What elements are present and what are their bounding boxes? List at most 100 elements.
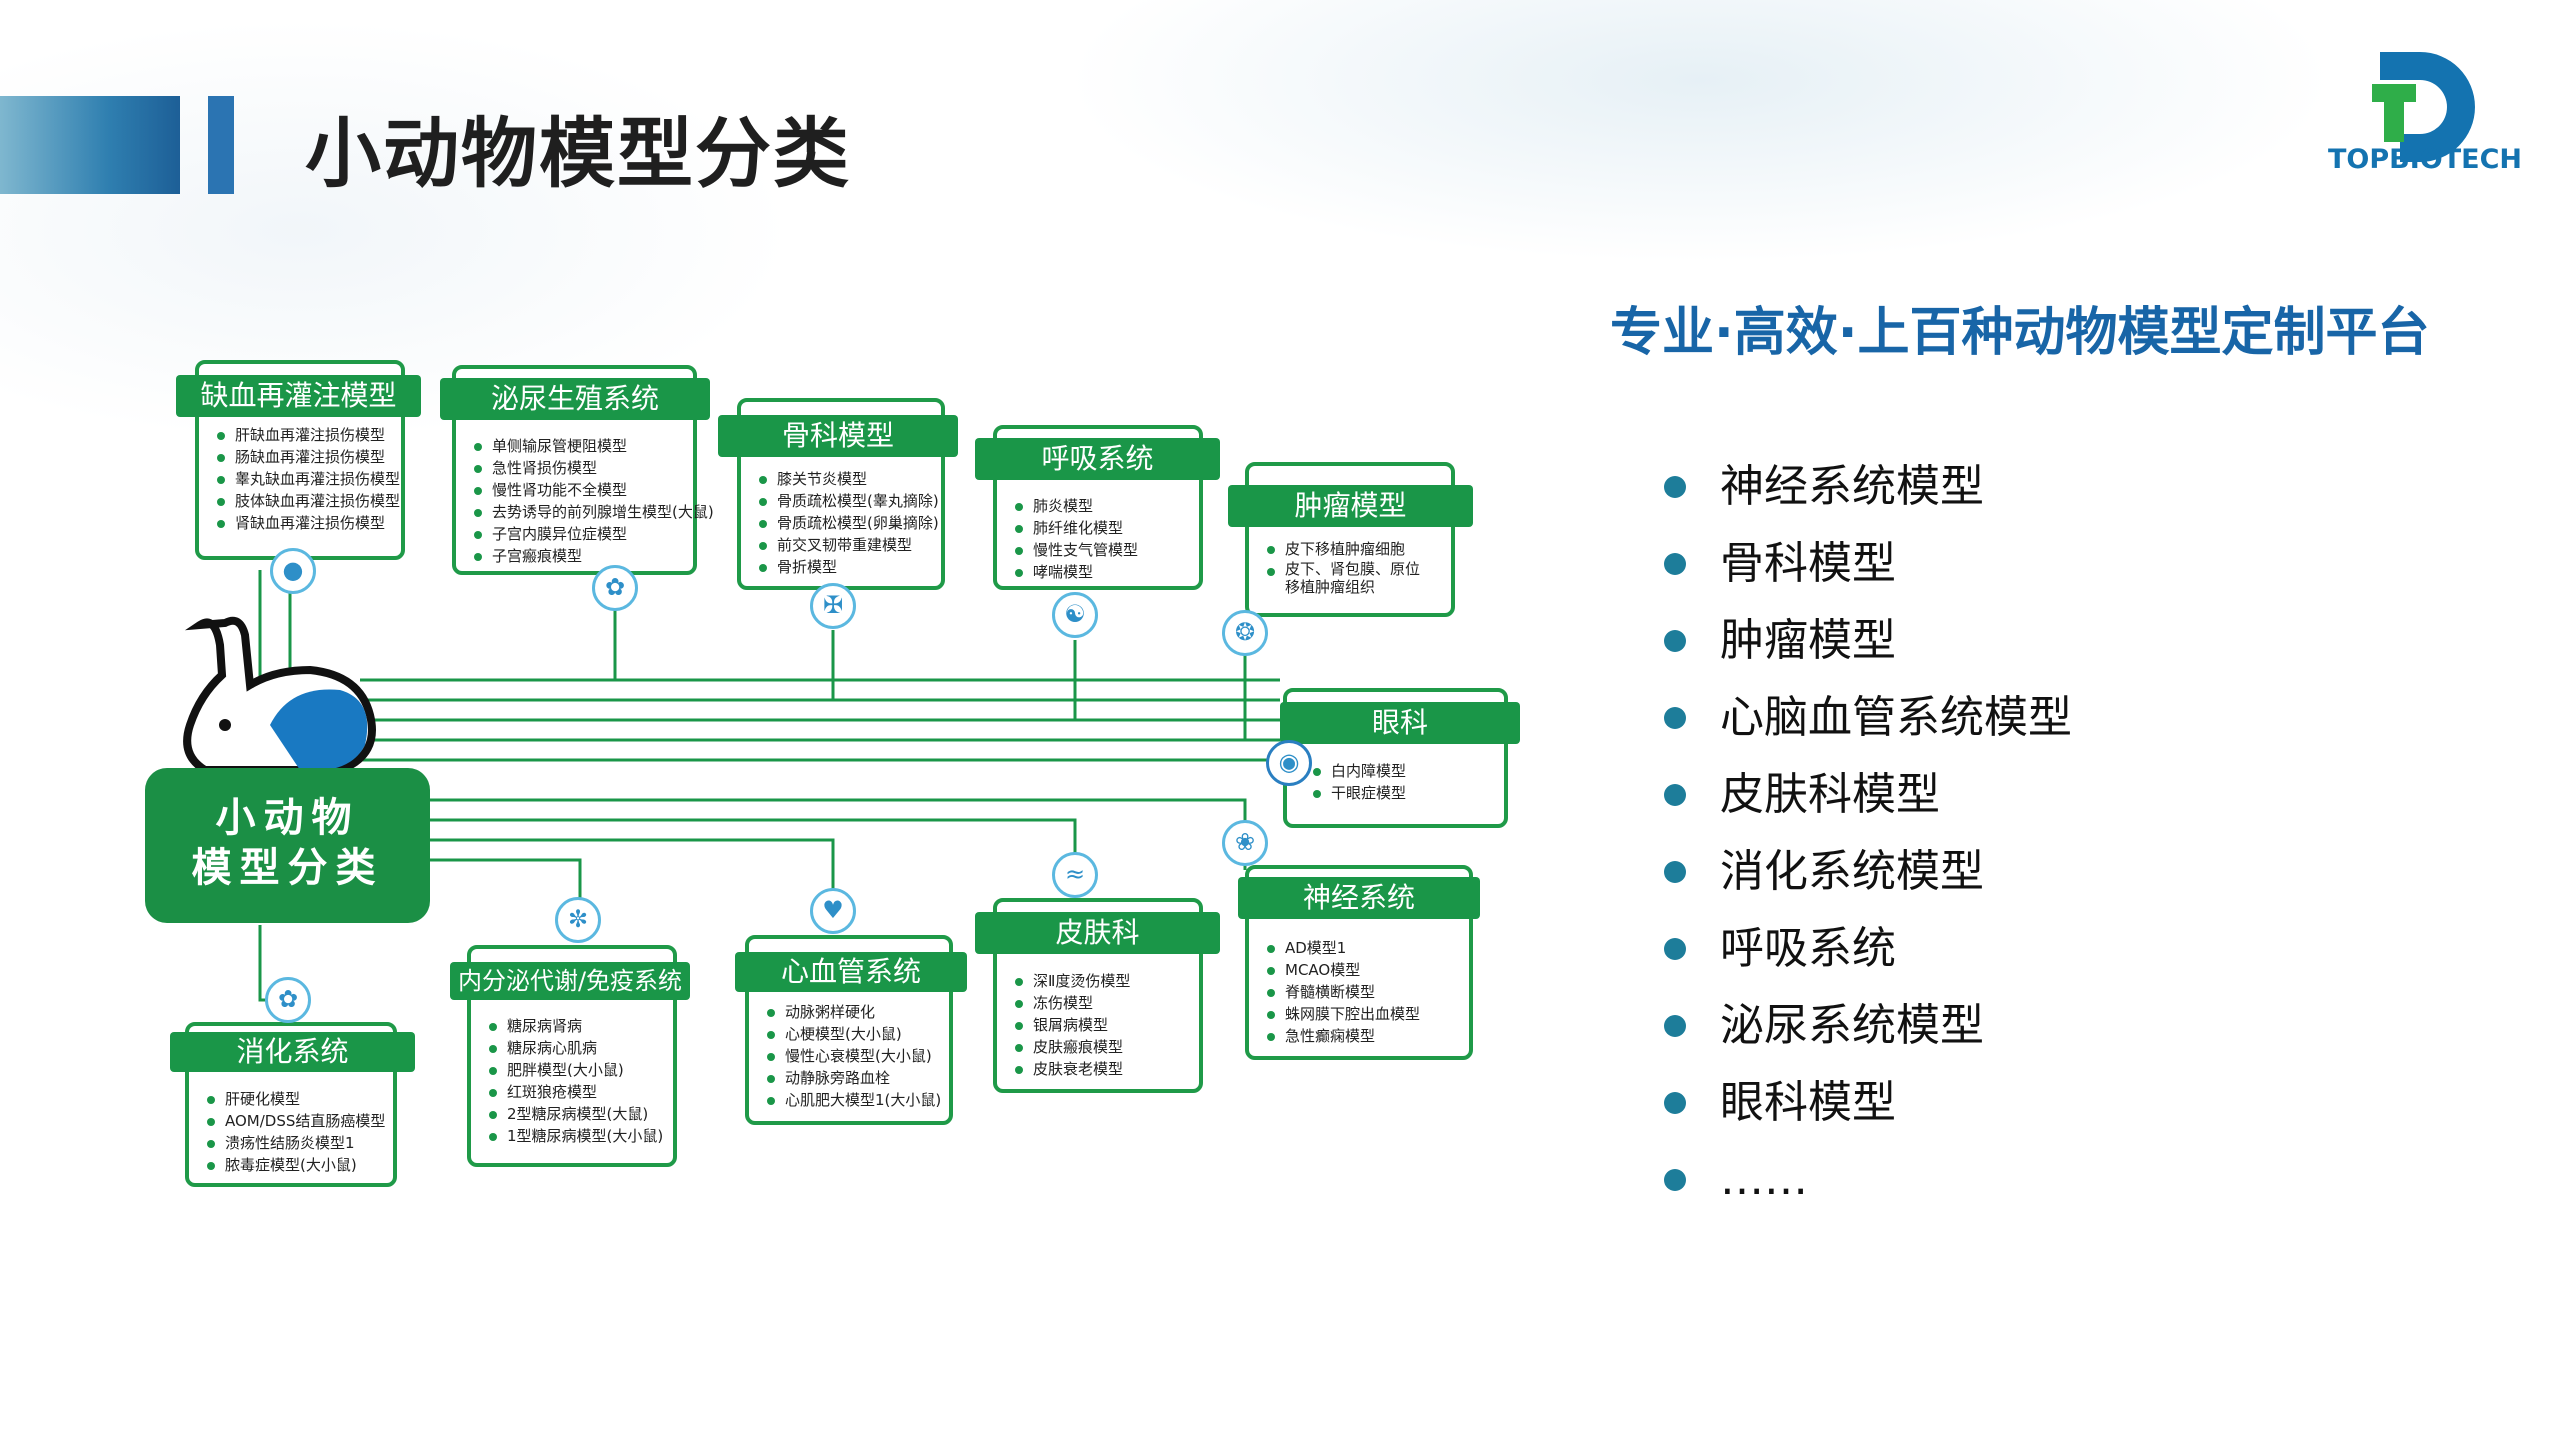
bone-icon: ✠ [810,583,856,629]
header-accent-stripe [208,96,234,194]
list-item: 红斑狼疮模型 [485,1081,663,1103]
skin-icon: ≈ [1052,852,1098,898]
list-item-label: 心脑血管系统模型 [1720,692,2072,743]
list-item-label: 皮肤科模型 [1720,769,1940,820]
list-item-label: …… [1720,1154,1808,1205]
list-item: 泌尿系统模型 [1660,987,2072,1064]
list-item: 骨折模型 [755,556,939,578]
category-ophthalmology-title: 眼科 [1280,702,1520,744]
center-node-line1: 小动物 [215,795,360,841]
list-item: 肠缺血再灌注损伤模型 [213,446,400,468]
list-item: 哮喘模型 [1011,561,1138,583]
list-item: 心梗模型(大小鼠) [763,1023,941,1045]
list-item: 糖尿病心肌病 [485,1037,663,1059]
center-node: 小动物 模型分类 [145,768,430,923]
list-item: 溃疡性结肠炎模型1 [203,1132,385,1154]
list-item: 肿瘤模型 [1660,602,2072,679]
list-item: 眼科模型 [1660,1064,2072,1141]
list-item-label: 肿瘤模型 [1720,615,1896,666]
list-item: 脊髓横断模型 [1263,981,1420,1003]
list-item: 糖尿病肾病 [485,1015,663,1037]
list-item: 肾缺血再灌注损伤模型 [213,512,400,534]
bullet-dot-icon [1664,784,1686,806]
list-item: 急性癫痫模型 [1263,1025,1420,1047]
lungs-icon: ☯ [1052,592,1098,638]
list-item: 蛛网膜下腔出血模型 [1263,1003,1420,1025]
list-item: 肢体缺血再灌注损伤模型 [213,490,400,512]
list-item: 去势诱导的前列腺增生模型(大鼠) [470,501,714,523]
list-item: 骨质疏松模型(睾丸摘除) [755,490,939,512]
category-digestive-box: 肝硬化模型 AOM/DSS结直肠癌模型 溃疡性结肠炎模型1 脓毒症模型(大小鼠) [185,1022,397,1187]
list-item: 冻伤模型 [1011,992,1130,1014]
list-item: 急性肾损伤模型 [470,457,714,479]
list-item: 干眼症模型 [1309,782,1406,804]
list-item: 1型糖尿病模型(大小鼠) [485,1125,663,1147]
list-item: AD模型1 [1263,937,1420,959]
bullet-dot-icon [1664,707,1686,729]
list-item: MCAO模型 [1263,959,1420,981]
category-orthopedic-title: 骨科模型 [718,415,958,457]
list-item: 慢性肾功能不全模型 [470,479,714,501]
list-item: 心脑血管系统模型 [1660,679,2072,756]
list-item: 皮下、肾包膜、原位 移植肿瘤组织 [1263,560,1420,596]
category-cardiovascular-title: 心血管系统 [735,952,967,992]
list-item: AOM/DSS结直肠癌模型 [203,1110,385,1132]
bullet-dot-icon [1664,861,1686,883]
list-item: 皮下移植肿瘤细胞 [1263,538,1420,560]
rabbit-mascot-icon [183,616,376,774]
list-item: 肥胖模型(大小鼠) [485,1059,663,1081]
list-item: 子宫瘢痕模型 [470,545,714,567]
bullet-dot-icon [1664,1015,1686,1037]
list-item-label: 眼科模型 [1720,1077,1896,1128]
list-item: 白内障模型 [1309,760,1406,782]
eye-icon: ◉ [1266,740,1312,786]
list-item: 膝关节炎模型 [755,468,939,490]
list-item: 深Ⅱ度烫伤模型 [1011,970,1130,992]
list-item-label: 神经系统模型 [1720,461,1984,512]
bullet-dot-icon [1664,1169,1686,1191]
classification-diagram: 小动物 模型分类 肝缺血再灌注损伤模型 肠缺血再灌注损伤模型 睾丸缺血再灌注损伤… [145,360,1520,1187]
list-item: 消化系统模型 [1660,833,2072,910]
list-item: …… [1660,1141,2072,1218]
neuron-icon: ❀ [1222,820,1268,866]
page-title: 小动物模型分类 [305,109,851,198]
connector-lines [258,560,1312,1002]
logo-mark-icon [2372,52,2475,162]
category-tumor-title: 肿瘤模型 [1228,485,1473,527]
list-item: 骨科模型 [1660,525,2072,602]
bullet-dot-icon [1664,938,1686,960]
list-item: 皮肤瘢痕模型 [1011,1036,1130,1058]
list-item-label: 消化系统模型 [1720,846,1984,897]
company-logo [2320,44,2530,184]
pancreas-icon: ✼ [555,897,601,943]
list-item: 肝硬化模型 [203,1088,385,1110]
category-dermatology-title: 皮肤科 [975,912,1220,954]
tumor-cell-icon: ❂ [1222,610,1268,656]
list-item: 慢性心衰模型(大小鼠) [763,1045,941,1067]
category-respiratory-title: 呼吸系统 [975,438,1220,480]
stomach-icon: ✿ [265,977,311,1023]
list-item: 肺炎模型 [1011,495,1138,517]
list-item: 睾丸缺血再灌注损伤模型 [213,468,400,490]
list-item: 心肌肥大模型1(大小鼠) [763,1089,941,1111]
list-item: 动静脉旁路血栓 [763,1067,941,1089]
heart-icon: ♥ [810,888,856,934]
tagline: 专业·高效·上百种动物模型定制平台 [1610,303,2430,363]
bullet-dot-icon [1664,1092,1686,1114]
list-item: 银屑病模型 [1011,1014,1130,1036]
list-item-label: 呼吸系统 [1720,923,1896,974]
logo-text: TOPBIOTECH [2328,144,2523,175]
list-item: 动脉粥样硬化 [763,1001,941,1023]
bullet-dot-icon [1664,553,1686,575]
list-item: 单侧输尿管梗阻模型 [470,435,714,457]
bullet-dot-icon [1664,630,1686,652]
list-item: 2型糖尿病模型(大鼠) [485,1103,663,1125]
header-accent-bar [0,96,180,194]
category-ischemia-title: 缺血再灌注模型 [176,375,421,417]
feature-list: 神经系统模型 骨科模型 肿瘤模型 心脑血管系统模型 皮肤科模型 消化系统模型 呼… [1660,448,2072,1218]
category-urogenital-title: 泌尿生殖系统 [440,378,710,420]
list-item: 皮肤科模型 [1660,756,2072,833]
list-item: 前交叉韧带重建模型 [755,534,939,556]
list-item: 肺纤维化模型 [1011,517,1138,539]
bullet-dot-icon [1664,476,1686,498]
